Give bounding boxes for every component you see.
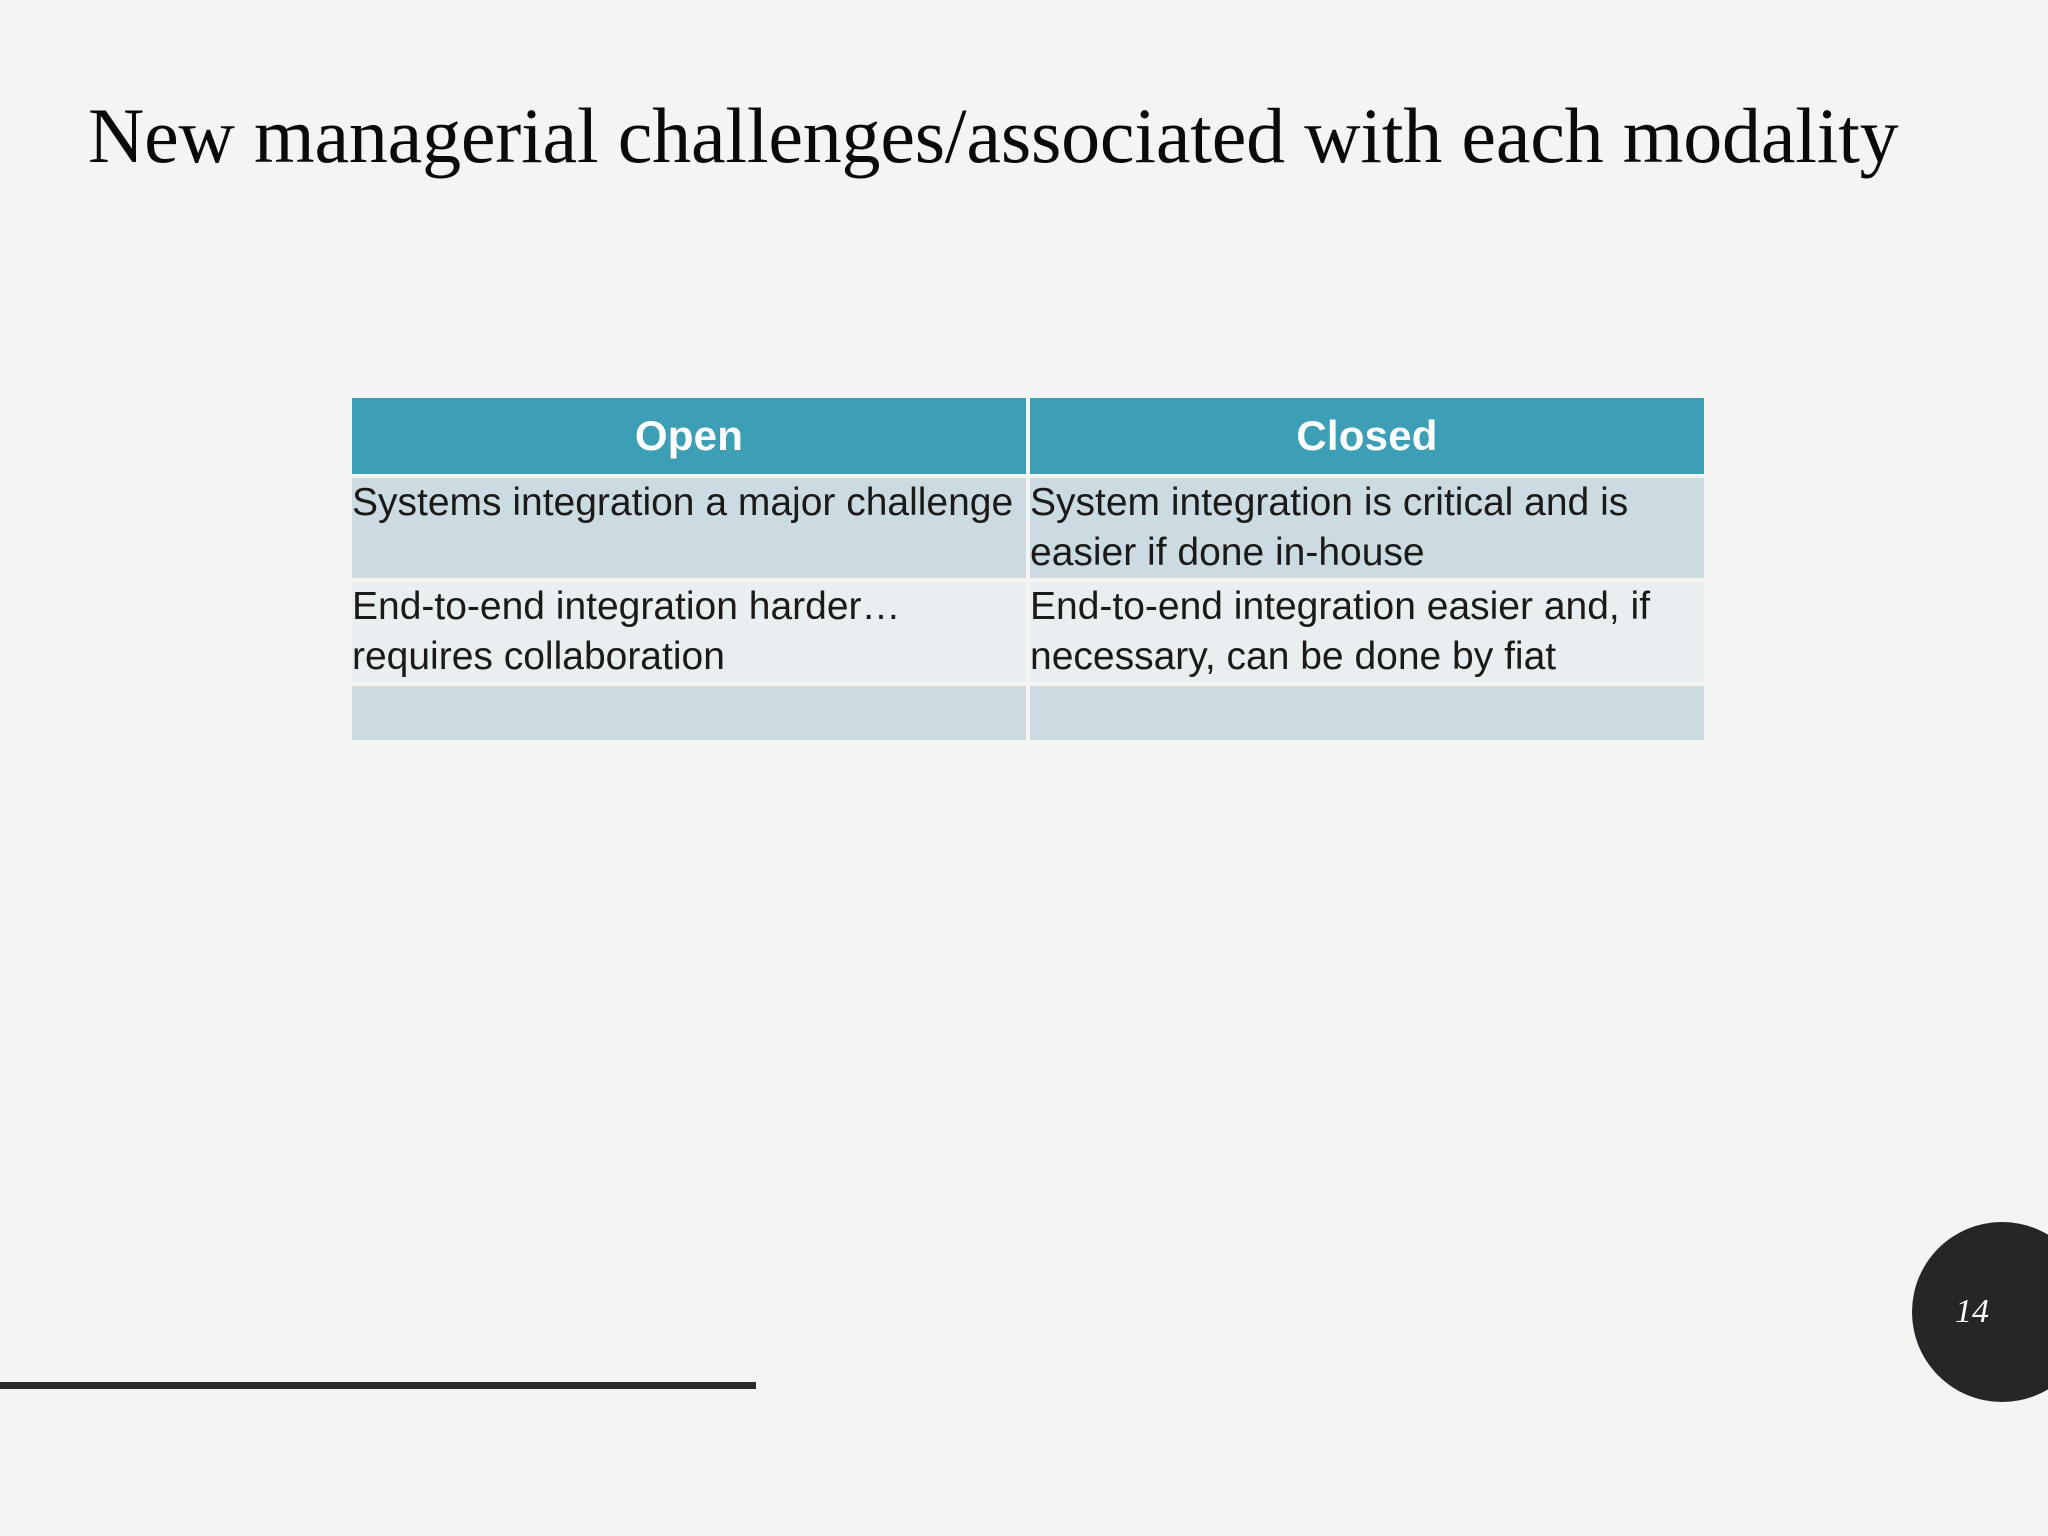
table-cell-open-1: Systems integration a major challenge [352,478,1026,578]
table-row-empty [352,685,1704,740]
modality-table: Open Closed Systems integration a major … [348,394,1708,744]
table-body: Systems integration a major challenge Sy… [352,478,1704,740]
table-cell-open-3 [352,685,1026,740]
page-title: New managerial challenges/associated wit… [88,92,1899,180]
table-cell-open-2: End-to-end integration harder… requires … [352,581,1026,682]
table-header-row: Open Closed [352,398,1704,474]
column-header-open: Open [352,398,1026,474]
page-number-label: 14 [1955,1293,1989,1330]
table-row: End-to-end integration harder… requires … [352,581,1704,682]
modality-table-container: Open Closed Systems integration a major … [348,394,1708,744]
table-row: Systems integration a major challenge Sy… [352,478,1704,578]
table-cell-closed-2: End-to-end integration easier and, if ne… [1030,581,1704,682]
table-cell-closed-3 [1030,685,1704,740]
column-header-closed: Closed [1030,398,1704,474]
table-cell-closed-1: System integration is critical and is ea… [1030,478,1704,578]
table-header: Open Closed [352,398,1704,474]
footer-rule [0,1382,756,1389]
page-number-badge: 14 [1912,1222,2048,1402]
